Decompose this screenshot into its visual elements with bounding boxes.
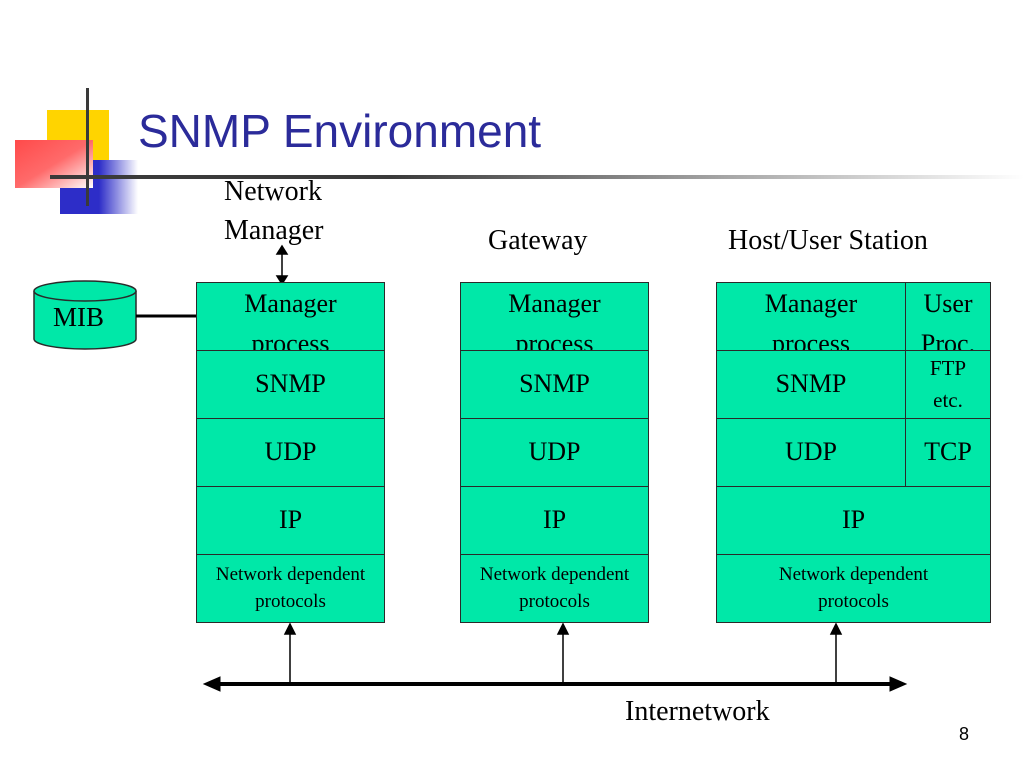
host-ip-box: IP (716, 486, 991, 555)
slide-number: 8 (958, 724, 969, 744)
host-user-proc-box: User Proc. (905, 282, 991, 351)
gateway-network-dependent-box: Network dependent protocols (460, 554, 649, 623)
gateway-snmp-box: SNMP (460, 350, 649, 419)
gateway-ip-box: IP (460, 486, 649, 555)
logo-vertical-line (86, 88, 89, 206)
logo-red-square (15, 140, 93, 188)
mib-cylinder (33, 280, 137, 350)
gateway-label: Gateway (488, 225, 588, 256)
network-manager-label: Network Manager (224, 176, 324, 247)
host-station-label: Host/User Station (728, 225, 928, 256)
gateway-udp-box: UDP (460, 418, 649, 487)
internetwork-label: Internetwork (625, 696, 770, 727)
gateway-process-box: Manager process (460, 282, 649, 351)
host-udp-box: UDP (716, 418, 906, 487)
manager-double-arrow (275, 244, 289, 286)
manager-snmp-box: SNMP (196, 350, 385, 419)
manager-uplink-arrow (283, 622, 297, 684)
host-snmp-box: SNMP (716, 350, 906, 419)
slide-title: SNMP Environment (138, 105, 542, 157)
manager-ip-box: IP (196, 486, 385, 555)
host-tcp-box: TCP (905, 418, 991, 487)
mib-label: MIB (53, 302, 105, 332)
host-process-box: Manager process (716, 282, 906, 351)
internetwork-bus (202, 676, 908, 692)
manager-udp-box: UDP (196, 418, 385, 487)
manager-process-box: Manager process (196, 282, 385, 351)
host-ftp-box: FTP etc. (905, 350, 991, 419)
manager-network-dependent-box: Network dependent protocols (196, 554, 385, 623)
title-divider (50, 175, 1024, 179)
gateway-uplink-arrow (556, 622, 570, 684)
host-network-dependent-box: Network dependent protocols (716, 554, 991, 623)
host-uplink-arrow (829, 622, 843, 684)
